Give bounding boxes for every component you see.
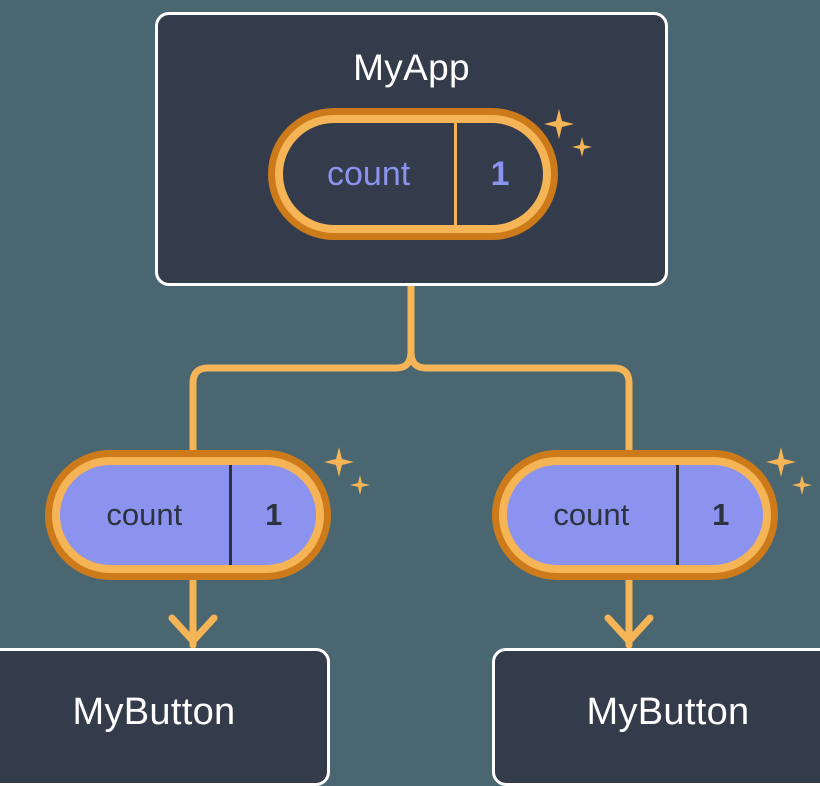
prop-value-label: 1: [228, 465, 316, 565]
diagram-canvas: MyApp count 1 count 1 count 1 MyButton: [0, 12, 820, 786]
prop-value-label: 1: [675, 465, 763, 565]
state-key-label: count: [327, 154, 411, 193]
prop-pill-body: count 1: [52, 457, 324, 573]
component-card-mybutton-right[interactable]: MyButton: [492, 648, 820, 786]
state-pill-body: count 1: [275, 115, 551, 233]
arrow-down-icon-left: [168, 614, 218, 645]
connector-layer: [168, 282, 654, 649]
state-pill-myapp[interactable]: count 1: [268, 108, 558, 240]
prop-pill-left[interactable]: count 1: [45, 450, 331, 580]
prop-key-label: count: [106, 497, 183, 532]
prop-pill-body: count 1: [499, 457, 771, 573]
arrow-down-icon-right: [604, 614, 654, 645]
component-title-mybutton-right: MyButton: [586, 691, 750, 733]
prop-key-label: count: [553, 497, 630, 532]
prop-pill-right[interactable]: count 1: [492, 450, 778, 580]
component-title-myapp: MyApp: [353, 47, 470, 88]
state-value-label: 1: [454, 123, 543, 225]
connector-branch-left: [189, 348, 415, 466]
component-card-mybutton-left[interactable]: MyButton: [0, 648, 330, 786]
connector-branch-right: [407, 348, 633, 466]
component-title-mybutton-left: MyButton: [72, 691, 236, 733]
